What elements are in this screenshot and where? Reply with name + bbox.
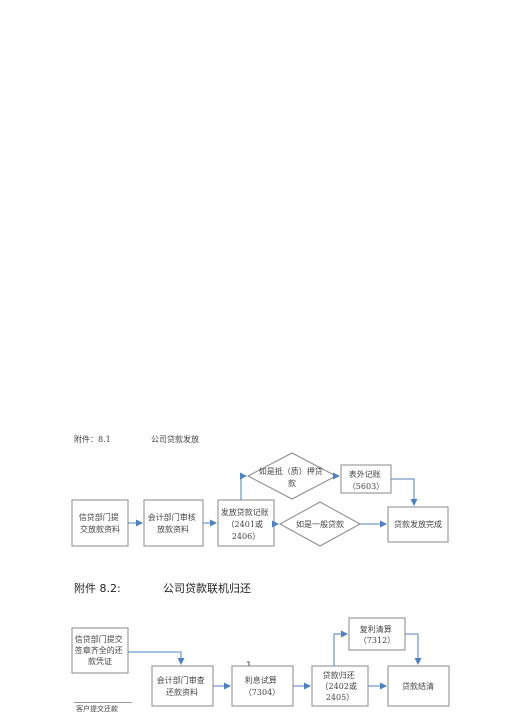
svg-text:会计部门审查 还款资料: 会计部门审查 还款资料 bbox=[157, 675, 208, 697]
fig2-credit-line3: 款凭证 bbox=[88, 656, 112, 666]
fig1-collateral-line1: 如是抵（质）押贷 bbox=[259, 466, 323, 476]
fig1-posting-line1: 发放贷款记账 bbox=[221, 507, 269, 517]
fig1-credit-line1: 信贷部门提 bbox=[79, 512, 119, 522]
figure-2-flowchart: 信贷部门提交 签章齐全的还 款凭证 会计部门审查 还款资料 利息试算 （7304… bbox=[71, 617, 450, 707]
fig2-repay-line3: 2405） bbox=[326, 693, 354, 702]
fig1-done-line1: 贷款发放完成 bbox=[394, 519, 442, 529]
svg-text:表外记账 （5603）: 表外记账 （5603） bbox=[348, 469, 384, 491]
fig1-offbalance-line2: （5603） bbox=[348, 482, 384, 491]
fig1-general-line1: 如是一般贷款 bbox=[296, 519, 344, 529]
fig1-credit-line2: 交放款资料 bbox=[80, 524, 120, 534]
fig2-box-repay bbox=[311, 665, 369, 707]
svg-text:贷款发放完成: 贷款发放完成 bbox=[394, 519, 442, 529]
fig2-settle-line1: 贷款结清 bbox=[402, 681, 434, 691]
svg-text:如是一般贷款: 如是一般贷款 bbox=[296, 519, 344, 529]
figure-2-label: 附件 8.2: bbox=[74, 582, 121, 595]
fig2-repay-line2: （2402或 bbox=[321, 681, 357, 691]
svg-text:贷款归还 （2402或 2405）: 贷款归还 （2402或 2405） bbox=[321, 670, 360, 702]
fig2-accounting-line1: 会计部门审查 bbox=[157, 675, 205, 685]
fig2-compound-line2: （7312） bbox=[359, 636, 395, 645]
svg-text:如是抵（质）押贷 款: 如是抵（质）押贷 款 bbox=[259, 466, 326, 488]
svg-text:贷款结清: 贷款结清 bbox=[402, 681, 434, 691]
fig2-box-accounting bbox=[151, 665, 214, 707]
fig1-box-done bbox=[387, 506, 449, 543]
figure-1-flowchart: 信贷部门提 交放款资料 会计部门审核 放款资料 发放贷款记账 （2401或 24… bbox=[71, 452, 449, 547]
svg-text:会计部门审核 放款资料: 会计部门审核 放款资料 bbox=[148, 512, 199, 534]
fig2-compound-line1: 复利清算 bbox=[360, 624, 392, 634]
figure-1-title: 公司贷款发放 bbox=[151, 435, 199, 444]
fig1-box-credit bbox=[71, 499, 129, 547]
fig2-credit-line2: 签章齐全的还 bbox=[75, 645, 123, 655]
svg-text:信贷部门提交 签章齐全的还 款凭证: 信贷部门提交 签章齐全的还 款凭证 bbox=[75, 634, 126, 666]
fig1-offbalance-line1: 表外记账 bbox=[349, 469, 381, 479]
fig1-box-posting bbox=[217, 499, 275, 547]
fig1-box-accounting bbox=[143, 499, 204, 547]
fig1-posting-line2: （2401或 bbox=[227, 519, 263, 529]
fig2-accounting-line2: 还款资料 bbox=[166, 687, 198, 697]
fig2-box-settle bbox=[387, 665, 450, 707]
fig2-box-compound bbox=[348, 617, 406, 651]
fig2-interest-line1: 利息试算 bbox=[245, 675, 277, 685]
fig1-accounting-line2: 放款资料 bbox=[157, 524, 189, 534]
svg-text:利息试算 （7304）: 利息试算 （7304） bbox=[244, 675, 280, 697]
fig1-accounting-line1: 会计部门审核 bbox=[148, 512, 196, 522]
svg-text:发放贷款记账 （2401或 2406: 发放贷款记账 （2401或 2406） bbox=[221, 507, 272, 541]
svg-text:复利清算 （7312）: 复利清算 （7312） bbox=[359, 624, 395, 645]
fig2-credit-line1: 信贷部门提交 bbox=[75, 634, 123, 644]
fig1-diamond-collateral bbox=[246, 452, 338, 500]
fig1-posting-line3: 2406） bbox=[232, 532, 260, 541]
fig1-collateral-line2: 款 bbox=[288, 478, 296, 488]
fig1-diamond-general bbox=[278, 501, 362, 547]
footnote-rule bbox=[74, 702, 132, 703]
fig2-interest-line2: （7304） bbox=[244, 688, 280, 697]
fig2-box-interest bbox=[231, 665, 294, 707]
fig2-box-credit bbox=[71, 627, 129, 674]
fig2-repay-line1: 贷款归还 bbox=[323, 670, 355, 680]
footnote-text: 客户提交还款 bbox=[76, 705, 118, 713]
figure-1-label: 附件：8.1 bbox=[74, 435, 111, 444]
figure-2-title: 公司贷款联机归还 bbox=[163, 582, 251, 595]
svg-text:信贷部门提 交放款资料: 信贷部门提 交放款资料 bbox=[79, 512, 122, 534]
